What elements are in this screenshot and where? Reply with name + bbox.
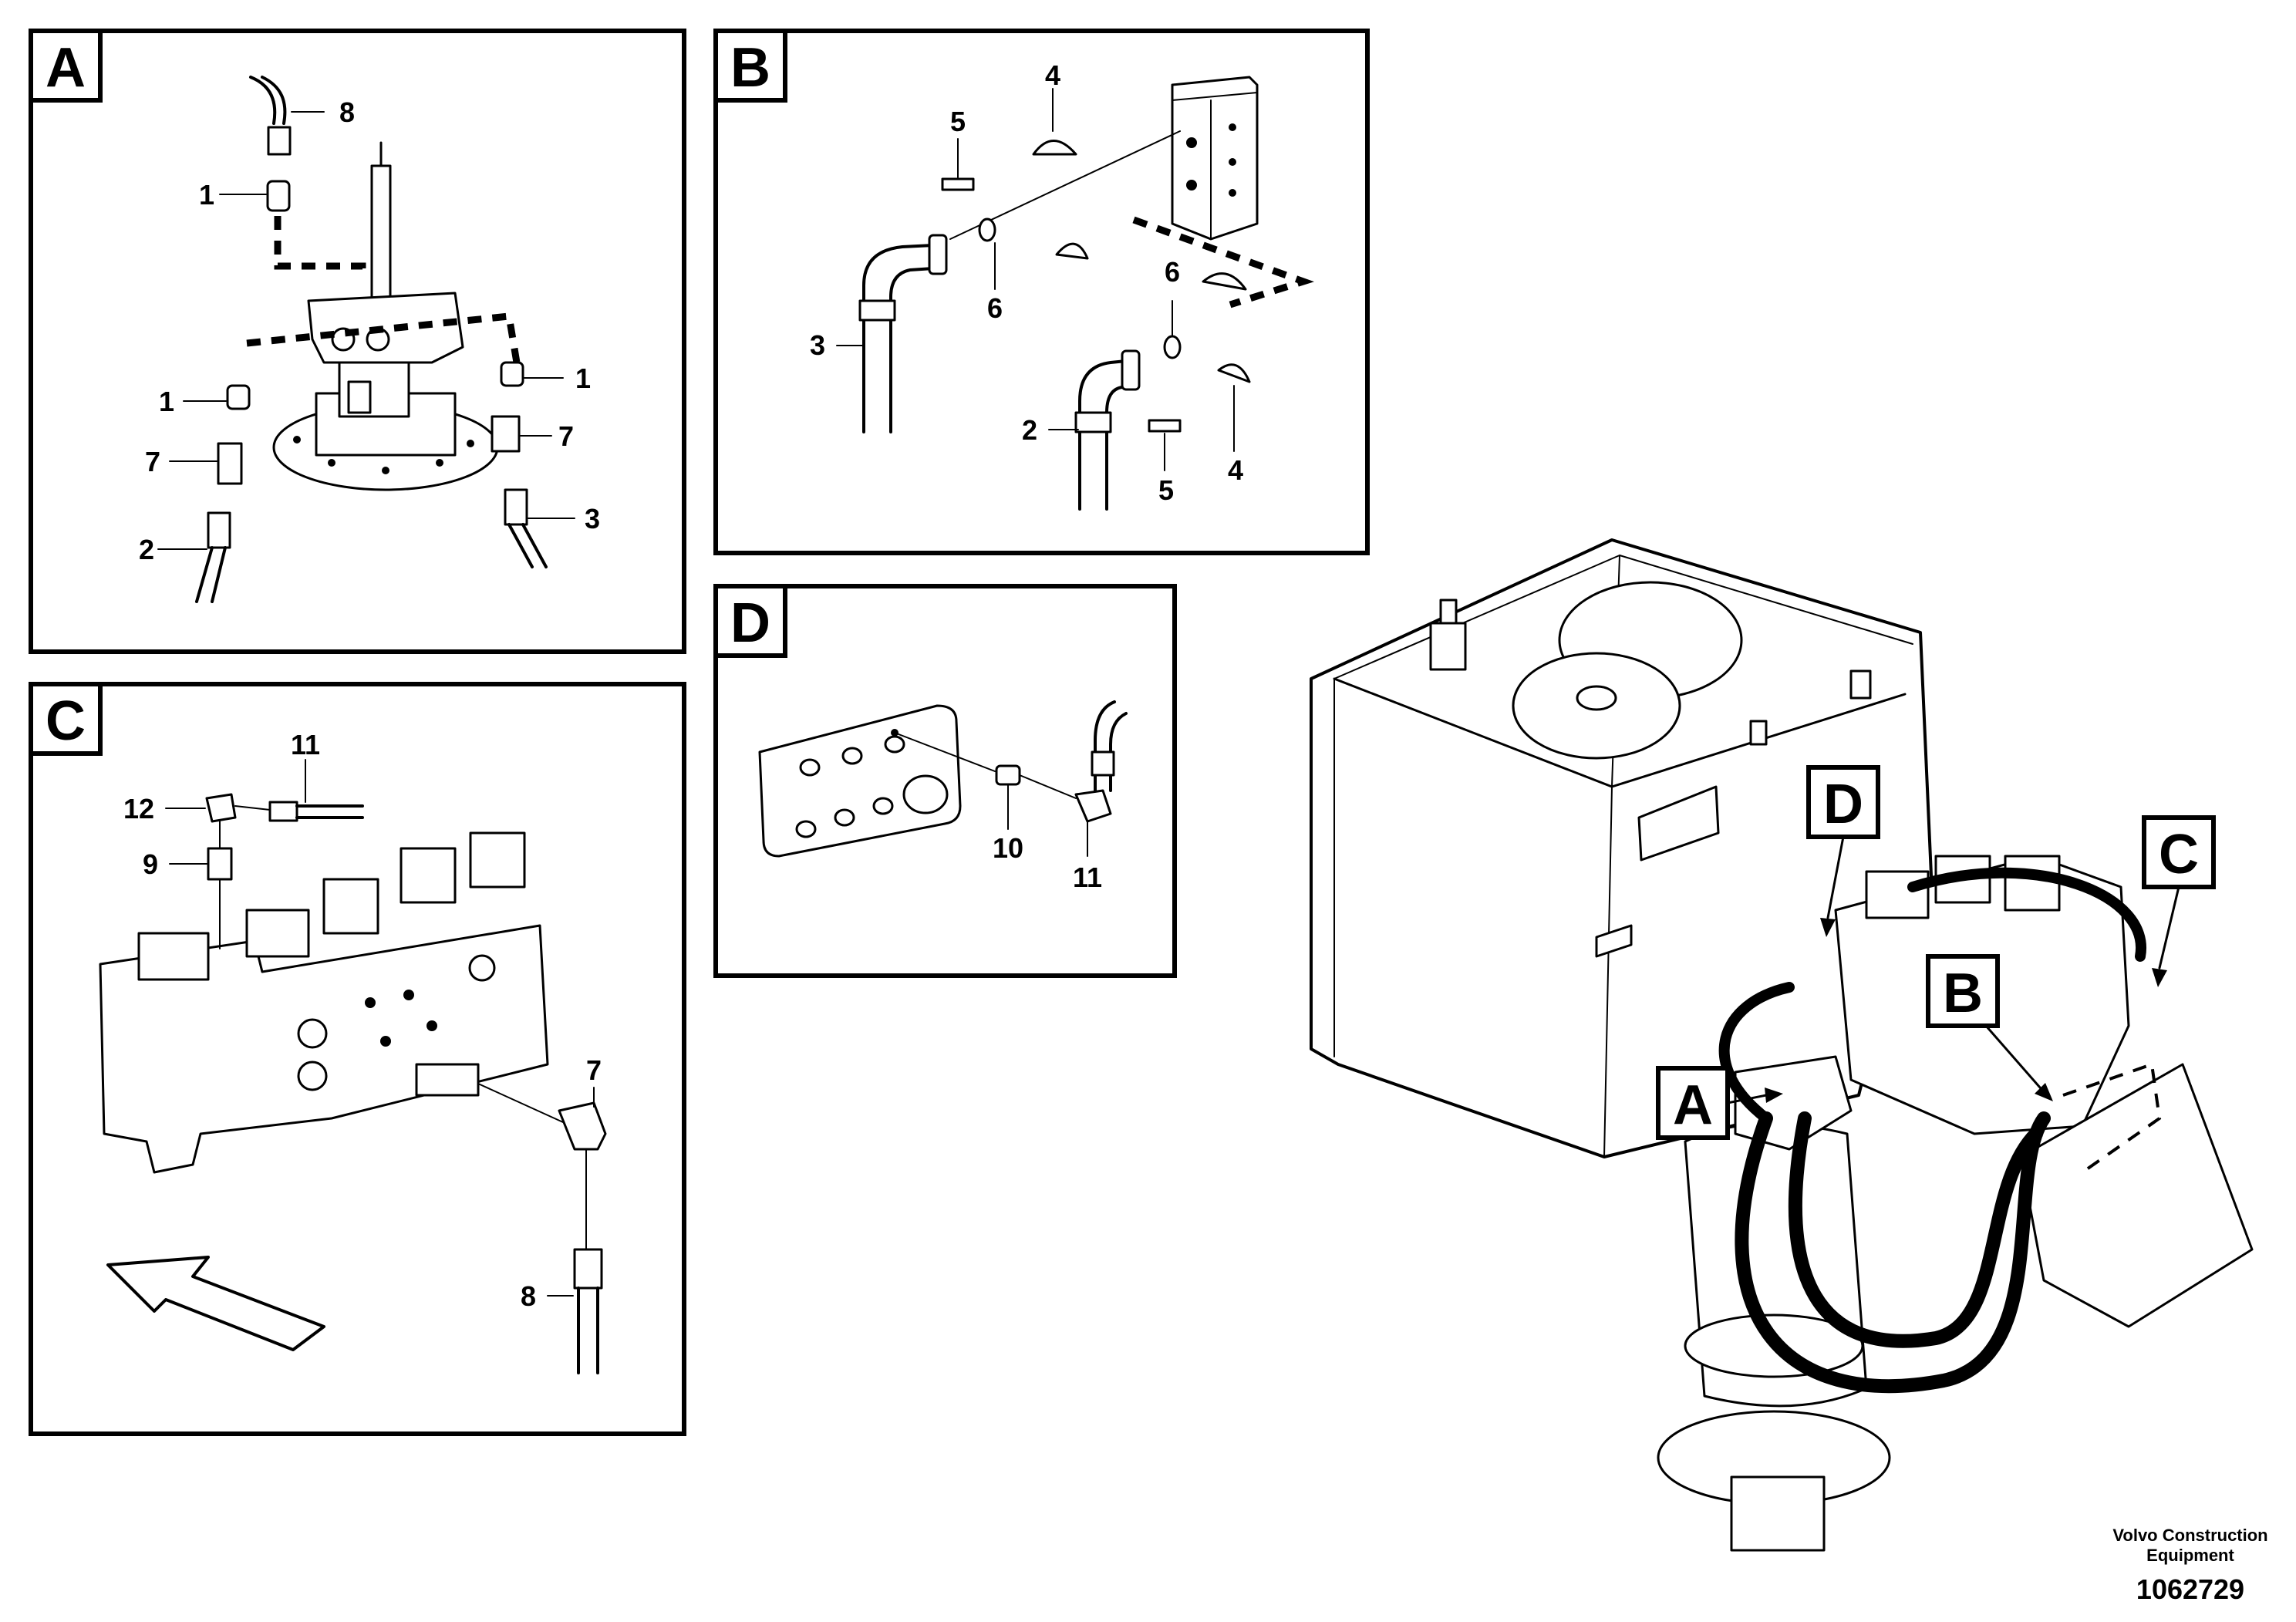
panel-c-label-9: 9 [143, 848, 158, 880]
panel-d: D 10 11 [713, 584, 1177, 978]
overview-machine: D C B A [1310, 538, 2254, 1552]
overview-callout-a: A [1656, 1066, 1783, 1140]
panel-d-letter: D [730, 592, 770, 654]
panel-b-label-4-top: 4 [1045, 59, 1060, 91]
panel-a-label-7-right: 7 [558, 420, 574, 452]
panel-b-label-2: 2 [1022, 414, 1037, 446]
overview-callout-c: C [2142, 815, 2216, 987]
panel-a-label-1-top: 1 [199, 179, 214, 211]
panel-b-label-6-right: 6 [1165, 256, 1180, 288]
footer-company-line2: Equipment [2146, 1546, 2234, 1565]
overview-callout-b: B [1926, 954, 2053, 1101]
panel-b-label-5-top: 5 [950, 106, 966, 137]
panel-a-label-3: 3 [585, 503, 600, 534]
panel-c-label-8: 8 [521, 1280, 536, 1312]
panel-b: B [713, 29, 1370, 555]
footer-drawing-number: 1062729 [2136, 1573, 2244, 1605]
panel-c-letter: C [46, 690, 86, 752]
direction-arrow-icon [106, 1256, 325, 1351]
panel-a-label-8: 8 [339, 96, 355, 128]
panel-a-label-1-left: 1 [159, 386, 174, 417]
panel-a-letter: A [46, 37, 86, 99]
svg-text:A: A [1673, 1074, 1713, 1136]
panel-a-label-1-right: 1 [575, 363, 591, 394]
footer: Volvo Construction Equipment 1062729 [2112, 1526, 2267, 1605]
panel-c-label-7: 7 [586, 1054, 602, 1086]
swing-motor-drawing [272, 141, 499, 491]
panel-d-label-11: 11 [1073, 862, 1102, 893]
control-valve-drawing [99, 831, 549, 1174]
panel-c-label-11: 11 [291, 729, 320, 760]
panel-a-label-2: 2 [139, 534, 154, 565]
panel-c: C [29, 682, 686, 1436]
panel-b-label-6-left: 6 [987, 292, 1003, 324]
svg-text:B: B [1943, 963, 1983, 1024]
svg-text:D: D [1823, 774, 1863, 835]
panel-b-label-5-bottom: 5 [1158, 474, 1174, 506]
panel-c-label-12: 12 [123, 793, 154, 824]
svg-text:C: C [2159, 824, 2199, 885]
panel-b-label-4-bottom: 4 [1228, 454, 1243, 486]
panel-a: A [29, 29, 686, 654]
panel-d-label-10: 10 [993, 832, 1023, 864]
panel-b-letter: B [730, 37, 770, 99]
footer-company-line1: Volvo Construction [2112, 1526, 2267, 1545]
overview-callout-d: D [1806, 765, 1880, 937]
panel-b-label-3: 3 [810, 329, 825, 361]
panel-a-label-7-left: 7 [145, 446, 160, 477]
